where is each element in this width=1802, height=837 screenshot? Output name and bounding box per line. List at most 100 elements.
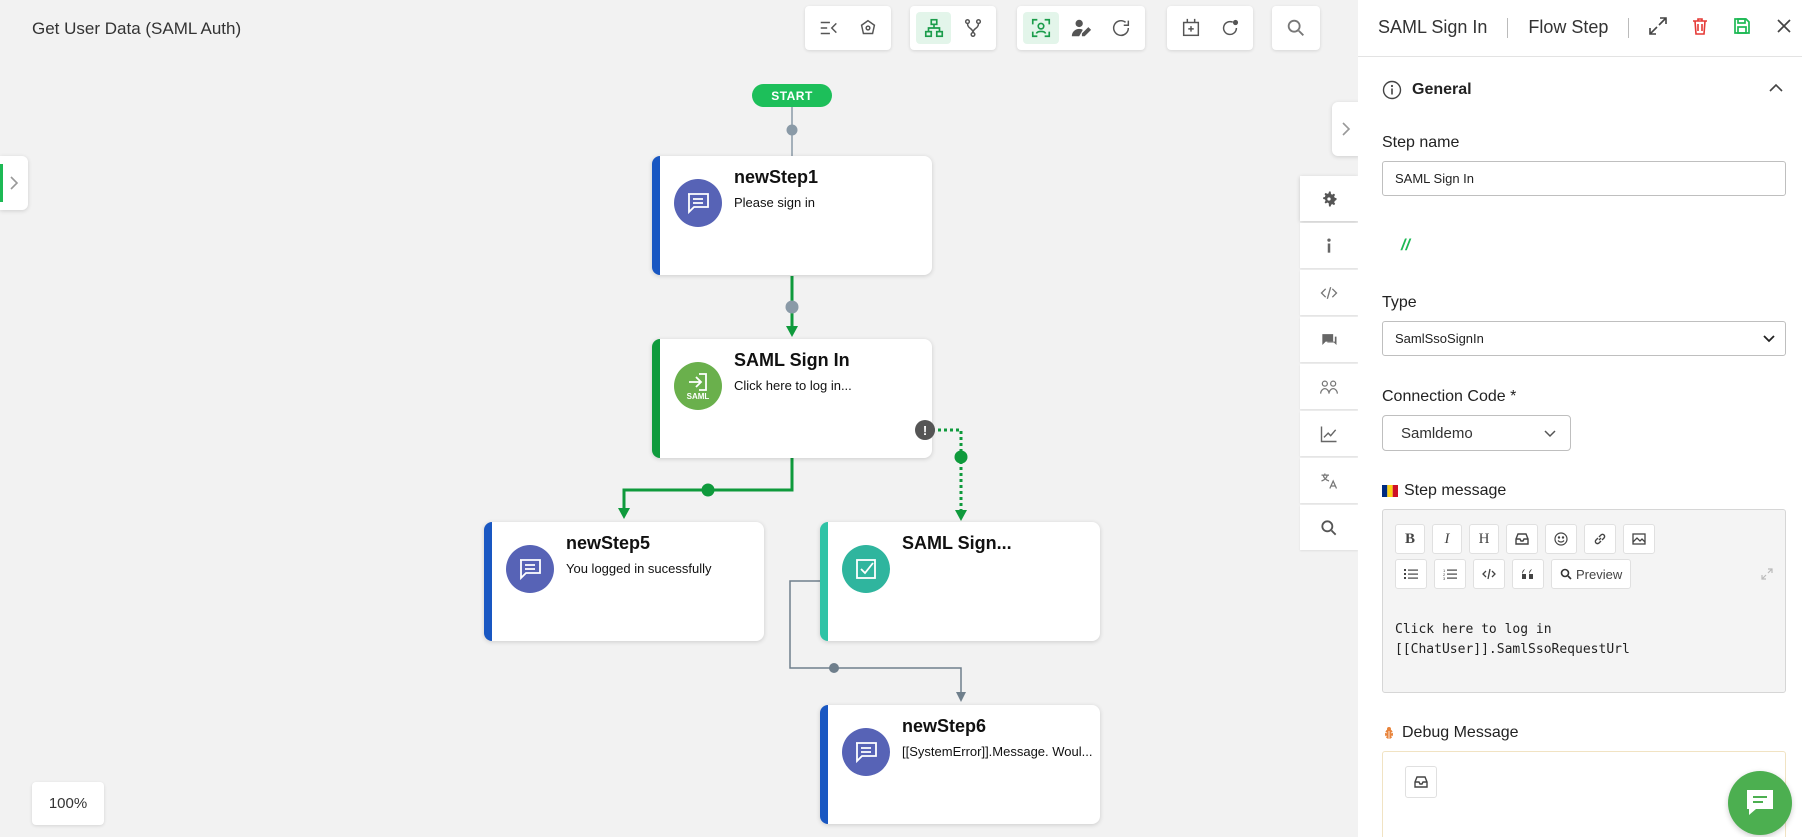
connectors [618,107,968,702]
refresh-icon[interactable] [1103,12,1139,44]
panel-divider [1358,56,1802,57]
flow-node-newstep1[interactable]: newStep1 Please sign in [652,156,932,275]
left-panel-toggle[interactable] [0,156,28,210]
connection-code-value: Samldemo [1401,424,1473,442]
node-title: newStep1 [734,167,819,187]
type-label: Type [1382,294,1417,311]
flow-node-saml-check[interactable]: SAML Sign... [820,522,1100,641]
chat-bubble-icon [1747,790,1773,815]
brain-icon[interactable] [850,12,885,44]
inbox-icon[interactable] [1506,524,1538,554]
chat-icon [674,179,722,227]
tab-divider [1628,17,1630,38]
step-properties-panel: SAML Sign In Flow Step General Step name… [1358,0,1802,837]
svg-text:1: 1 [1443,568,1446,573]
search-icon[interactable] [1300,505,1358,550]
zoom-level[interactable]: 100% [32,782,104,825]
chevron-up-icon[interactable] [1768,82,1784,94]
focus-icon[interactable] [1023,12,1059,44]
image-icon[interactable] [1623,524,1655,554]
chat-icon [842,728,890,776]
search-icon[interactable] [1278,12,1314,44]
chevron-down-icon [1544,430,1556,438]
connection-code-label: Connection Code * [1382,388,1517,405]
debug-message-label: Debug Message [1402,724,1519,741]
chat-support-button[interactable] [1728,771,1792,835]
delete-icon[interactable] [1690,16,1710,41]
debug-message-editor[interactable] [1382,751,1786,837]
branch-icon[interactable] [955,12,990,44]
save-icon[interactable] [1732,16,1752,41]
preview-button[interactable]: Preview [1551,559,1632,589]
italic-icon[interactable]: I [1432,524,1462,554]
heading-icon[interactable]: H [1469,524,1499,554]
toolbar-group-search [1272,6,1320,50]
info-icon[interactable] [1300,223,1358,268]
node-text: Click here to log in... [734,378,852,393]
expand-editor-icon[interactable] [1761,568,1773,580]
people-icon[interactable] [1300,364,1358,409]
node-title: SAML Sign... [902,533,1012,553]
link-icon[interactable] [1584,524,1616,554]
error-branch-badge[interactable]: ! [915,420,935,440]
quote-icon[interactable] [1512,559,1544,589]
bug-icon [1383,727,1395,739]
settings-icon[interactable] [1300,176,1358,221]
translate-icon[interactable] [1300,458,1358,503]
type-select-value: SamlSsoSignIn [1395,331,1484,346]
comments-icon[interactable] [1300,317,1358,362]
flow-node-saml-sign-in[interactable]: SAML SAML Sign In Click here to log in..… [652,339,935,458]
chevron-right-icon [10,176,19,190]
flow-canvas[interactable]: Get User Data (SAML Auth) [0,0,1360,837]
flow-node-newstep6[interactable]: newStep6 [[SystemError]].Message. Woul..… [820,705,1100,824]
toolbar-group-edit [1167,6,1253,50]
toolbar-group-actions [1017,6,1145,50]
section-general-header[interactable]: General [1382,80,1472,100]
emoji-icon[interactable] [1545,524,1577,554]
language-flag-icon[interactable] [1382,485,1398,497]
saml-login-icon: SAML [674,362,722,410]
close-icon[interactable] [1774,16,1794,41]
step-message-label-row: Step message [1382,482,1506,500]
start-node[interactable]: START [752,84,832,107]
toolbar-group-layout [910,6,996,50]
inbox-icon[interactable] [1405,766,1437,798]
node-text: [[SystemError]].Message. Woul... [902,744,1093,759]
editor-toolbar-row1: B I H [1395,524,1655,554]
connection-code-select[interactable]: Samldemo [1382,415,1571,451]
loop-icon[interactable] [1212,12,1247,44]
tab-step-name[interactable]: SAML Sign In [1378,17,1488,37]
side-tool-strip [1300,176,1358,550]
bold-icon[interactable]: B [1395,524,1425,554]
node-title: SAML Sign In [734,350,850,370]
chart-icon[interactable] [1300,411,1358,456]
user-edit-icon[interactable] [1063,12,1099,44]
step-name-input[interactable] [1382,161,1786,196]
add-node-icon[interactable] [1173,12,1208,44]
chevron-down-icon [1763,335,1775,343]
type-select[interactable]: SamlSsoSignIn [1382,321,1786,356]
svg-text:2: 2 [1443,572,1446,577]
code-toggle-icon[interactable]: // [1401,237,1410,254]
code-icon[interactable] [1300,270,1358,315]
node-text: You logged in sucessfully [566,561,712,576]
panel-collapse-toggle[interactable] [1332,102,1360,156]
tab-flow-step[interactable]: Flow Step [1528,17,1609,37]
bullet-list-icon[interactable] [1395,559,1427,589]
expand-icon[interactable] [1648,16,1668,41]
flow-node-newstep5[interactable]: newStep5 You logged in sucessfully [484,522,764,641]
tab-divider [1507,17,1509,38]
panel-header: SAML Sign In Flow Step [1358,0,1802,55]
step-message-label: Step message [1404,482,1507,499]
code-block-icon[interactable] [1473,559,1505,589]
panel-actions [1648,16,1794,41]
message-line: [[ChatUser]].SamlSsoRequestUrl [1395,642,1630,657]
tree-layout-icon[interactable] [916,12,951,44]
node-title: newStep6 [902,716,987,736]
step-name-label: Step name [1382,134,1460,151]
list-collapse-icon[interactable] [811,12,846,44]
message-content[interactable]: Click here to log in[[ChatUser]].SamlSso… [1395,620,1630,660]
